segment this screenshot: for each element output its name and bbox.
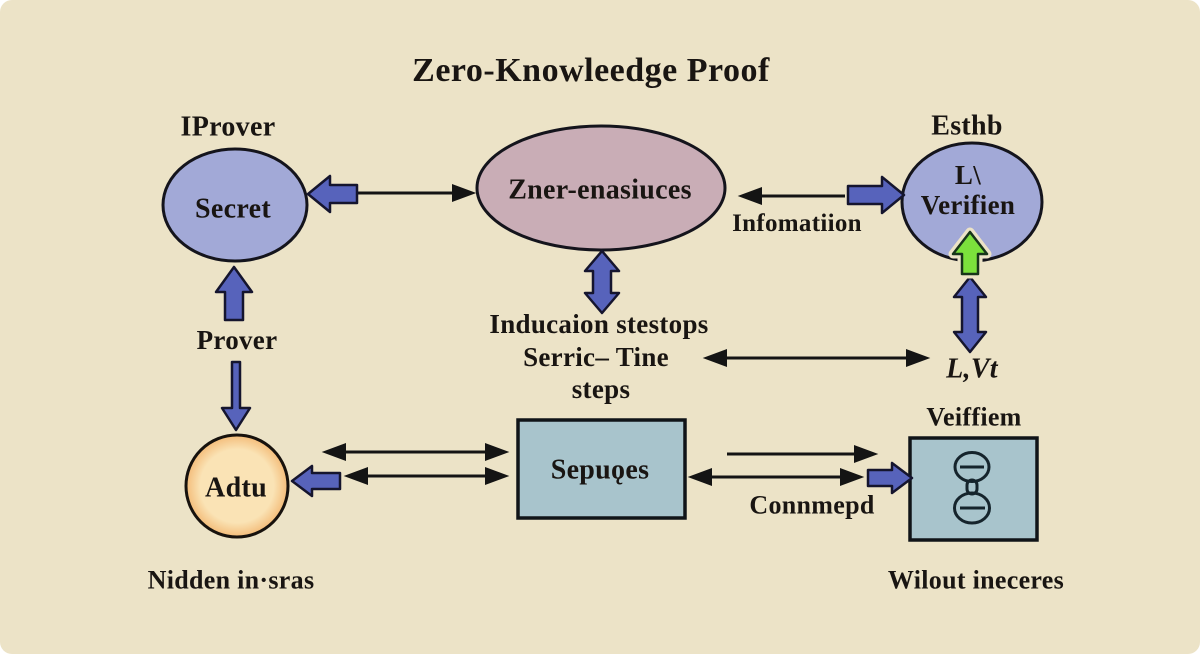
verifier-node-label: L\ Verifien bbox=[921, 160, 1015, 220]
arrow-information-to-verifier bbox=[846, 175, 906, 215]
arrow-into-adtu bbox=[290, 464, 342, 498]
steps-line3: steps bbox=[571, 373, 631, 404]
arrow-into-verifybox bbox=[866, 461, 914, 495]
verifier-caption: Wilout ineceres bbox=[887, 565, 1065, 595]
verifier-top-label: Esthb bbox=[931, 110, 1003, 142]
arrow-prover-to-adtu bbox=[220, 360, 252, 432]
diagram-title: Zero-Knowleedge Proof bbox=[412, 51, 770, 89]
steps-line1: Inducaion stestops bbox=[489, 308, 709, 339]
statement-ellipse bbox=[475, 124, 727, 252]
sequence-box bbox=[516, 418, 687, 520]
secret-ellipse bbox=[161, 147, 309, 263]
prover-caption: Nidden in·sras bbox=[147, 565, 315, 595]
commitment-circle bbox=[184, 433, 290, 539]
verifier-node-line2: Verifien bbox=[920, 190, 1016, 220]
secret-node-label: Secret bbox=[195, 193, 271, 225]
prover-mid-label: Prover bbox=[196, 324, 278, 355]
commitment-node-label: Adtu bbox=[205, 472, 267, 504]
arrow-statement-steps-vertical bbox=[583, 249, 621, 315]
lvt-label: L,Vt bbox=[946, 353, 998, 385]
arrow-statement-to-secret bbox=[306, 174, 359, 214]
verify-box-bottom-circle bbox=[953, 491, 991, 525]
verifier-node-line1: L\ bbox=[954, 159, 982, 190]
sequence-box-label: Sepuǫes bbox=[550, 454, 650, 486]
steps-line2: Serric– Tine bbox=[523, 341, 669, 372]
information-label: Infomatiion bbox=[732, 210, 862, 237]
arrow-adtu-to-secret bbox=[214, 265, 254, 322]
arrow-green-into-verifier bbox=[951, 230, 989, 276]
arrow-verifier-lvt-vertical bbox=[952, 275, 988, 354]
statement-node-label: Zner-enasiuces bbox=[508, 174, 692, 206]
commit-label: Connmepd bbox=[749, 490, 875, 520]
prover-top-label: IProver bbox=[180, 111, 276, 143]
verifier-mid-label: Veiffiem bbox=[926, 402, 1022, 432]
